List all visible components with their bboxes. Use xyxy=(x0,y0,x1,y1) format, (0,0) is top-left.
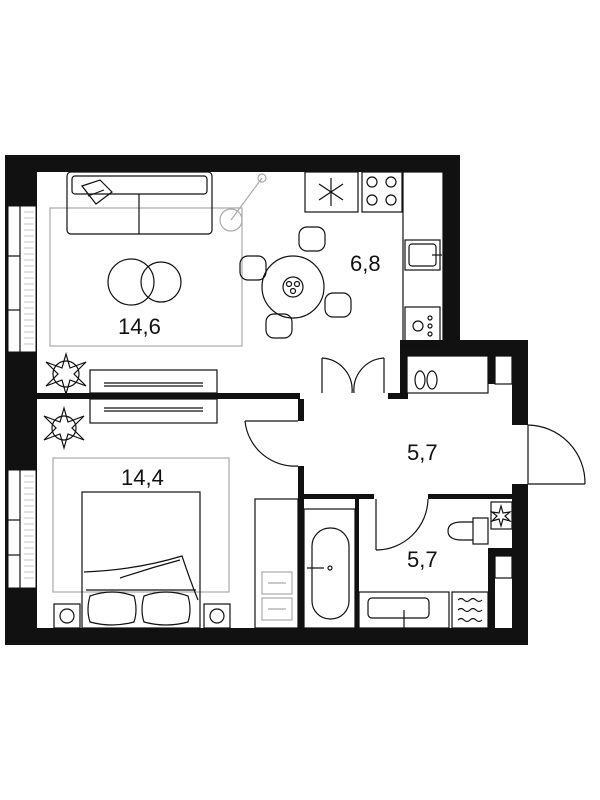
bedroom xyxy=(43,398,299,629)
door-icon xyxy=(527,424,586,485)
door-icon xyxy=(375,498,429,551)
pillow-icon xyxy=(87,591,191,626)
sink-icon xyxy=(404,239,442,271)
hall-area: 5,7 xyxy=(407,440,438,465)
chair-icon xyxy=(239,226,352,339)
plant-icon xyxy=(45,351,87,397)
bed-icon xyxy=(81,491,201,629)
toilet-icon xyxy=(447,517,489,545)
bathroom xyxy=(303,501,513,629)
kitchen-counter xyxy=(402,171,444,348)
rug xyxy=(52,457,230,593)
coffee-table-icon xyxy=(107,258,182,306)
door-icon xyxy=(321,357,385,394)
bedroom-area: 14,4 xyxy=(121,465,164,490)
sofa-icon xyxy=(66,171,213,235)
sink-icon xyxy=(358,591,450,629)
living-room xyxy=(45,171,267,397)
wardrobe-icon xyxy=(89,398,218,424)
stove-icon xyxy=(361,171,403,213)
washing-machine-icon xyxy=(404,306,441,346)
nightstand-icon xyxy=(53,603,231,629)
wardrobe-icon xyxy=(89,369,218,394)
shoes-icon xyxy=(406,355,489,394)
kitchen-area: 6,8 xyxy=(350,251,381,276)
plant-icon xyxy=(43,405,85,451)
bathroom-area: 5,7 xyxy=(407,547,438,572)
wardrobe-icon xyxy=(254,498,299,629)
floor-lamp-icon xyxy=(219,173,267,232)
plant-icon xyxy=(489,501,513,530)
utility-niche xyxy=(494,555,513,579)
living-room-area: 14,6 xyxy=(118,314,161,339)
window-icon xyxy=(7,469,37,589)
door-icon xyxy=(244,420,299,467)
hall xyxy=(406,355,513,394)
utility-niche xyxy=(494,355,513,385)
bathtub-icon xyxy=(303,508,356,629)
towel-rail-icon xyxy=(451,591,489,629)
fridge-icon xyxy=(304,171,359,213)
dining-table-icon xyxy=(261,255,325,319)
window-icon xyxy=(7,205,37,353)
kitchen xyxy=(239,171,444,348)
